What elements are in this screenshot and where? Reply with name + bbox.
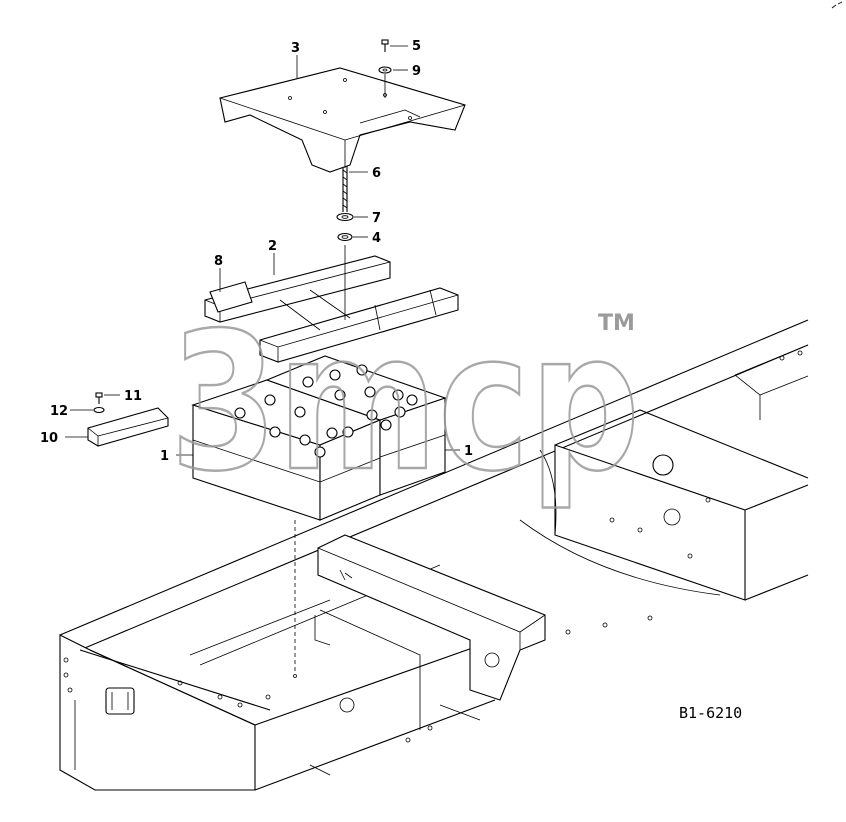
watermark-text: 3mcp	[170, 292, 640, 513]
watermark: 3mcp TM	[169, 291, 642, 515]
drawing-code: B1-6210	[679, 704, 742, 722]
callout-1-left: 1	[160, 449, 169, 464]
battery-terminals	[234, 364, 418, 458]
callout-2: 2	[268, 239, 277, 254]
washer-7	[336, 212, 354, 222]
leader-lines	[65, 45, 460, 678]
battery-clamp-bracket	[204, 255, 459, 363]
washer-12	[93, 406, 105, 414]
nut-4	[337, 232, 353, 242]
chassis-frame	[59, 319, 809, 791]
callouts: 1 1 2 3 4 5 6 7 8 9 10 11 12	[40, 39, 473, 464]
callout-10: 10	[40, 431, 58, 446]
angle-bracket	[87, 407, 169, 447]
battery-right	[265, 355, 447, 496]
bolt-11	[95, 392, 103, 404]
callout-11: 11	[124, 389, 142, 404]
callout-9: 9	[412, 64, 421, 79]
battery-cover	[219, 67, 466, 173]
callout-4: 4	[372, 231, 381, 246]
callout-7: 7	[372, 211, 381, 226]
corner-mark	[831, 1, 843, 9]
bolt-5	[381, 39, 389, 52]
washer-9	[378, 66, 392, 98]
callout-6: 6	[372, 166, 381, 181]
callout-1-right: 1	[464, 444, 473, 459]
callout-8: 8	[214, 254, 223, 269]
callout-12: 12	[50, 404, 68, 419]
clamp-pad	[209, 281, 253, 313]
watermark-trademark: TM	[598, 311, 635, 336]
callout-5: 5	[412, 39, 421, 54]
callout-3: 3	[291, 41, 300, 56]
